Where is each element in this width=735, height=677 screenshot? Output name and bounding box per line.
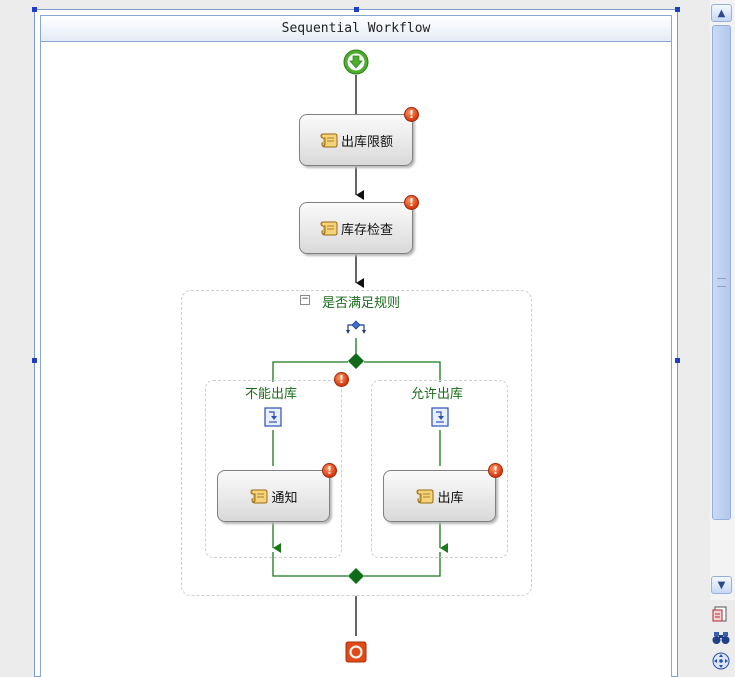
error-icon[interactable]: ! [404, 107, 419, 122]
error-icon[interactable]: ! [404, 195, 419, 210]
start-arrow-icon [343, 49, 369, 75]
activity-limit-check[interactable]: 出库限额 [299, 114, 413, 166]
activity-label: 通知 [271, 490, 298, 506]
error-icon[interactable]: ! [322, 463, 337, 478]
ifelse-lines [272, 338, 448, 577]
activity-stock-check[interactable]: 库存检查 [299, 202, 413, 254]
stop-icon [345, 641, 367, 663]
branch-allow[interactable] [371, 380, 508, 558]
scroll-up-button[interactable]: ▲ [711, 4, 732, 22]
condition-icon [264, 407, 282, 427]
branch-icon [346, 320, 366, 334]
branch-reject-label: 不能出库 [245, 387, 298, 402]
activity-notify[interactable]: 通知 [217, 470, 330, 522]
branch-allow-label: 允许出库 [411, 387, 464, 402]
selection-handle-top-middle[interactable] [354, 7, 359, 12]
scrollbar-thumb[interactable] [712, 25, 731, 520]
error-icon[interactable]: ! [334, 372, 349, 387]
selection-handle-top-left[interactable] [32, 7, 37, 12]
selection-handle-top-right[interactable] [675, 7, 680, 12]
collapse-button[interactable]: − [300, 294, 310, 305]
binoculars-icon [712, 632, 730, 644]
activity-label: 出库限额 [340, 134, 393, 150]
workflow-title: Sequential Workflow [40, 15, 672, 42]
scroll-icon [416, 489, 434, 504]
error-icon[interactable]: ! [488, 463, 503, 478]
scroll-icon [320, 133, 338, 148]
selection-handle-right-middle[interactable] [675, 358, 680, 363]
scrollbar-grip [717, 278, 726, 287]
scroll-icon [250, 489, 268, 504]
ifelse-label: 是否满足规则 [322, 296, 401, 311]
page-tool-button[interactable] [710, 604, 732, 624]
activity-label: 库存检查 [340, 222, 393, 238]
page-icon [712, 606, 727, 622]
ifelse-bottom-diamond [348, 568, 364, 584]
zoom-tool-button[interactable] [710, 627, 732, 647]
selection-handle-left-middle[interactable] [32, 358, 37, 363]
activity-outbound[interactable]: 出库 [383, 470, 496, 522]
condition-icon [431, 407, 449, 427]
ifelse-activity[interactable] [181, 290, 532, 596]
workflow-start[interactable] [343, 49, 369, 75]
activity-label: 出库 [437, 490, 464, 506]
scroll-down-button[interactable]: ▼ [711, 576, 732, 594]
workflow-title-text: Sequential Workflow [281, 21, 431, 36]
pan-icon [712, 652, 730, 670]
scroll-icon [320, 221, 338, 236]
pan-tool-button[interactable] [710, 651, 732, 671]
branch-reject[interactable] [205, 380, 342, 558]
workflow-end[interactable] [345, 641, 367, 663]
ifelse-top-diamond [348, 353, 364, 369]
